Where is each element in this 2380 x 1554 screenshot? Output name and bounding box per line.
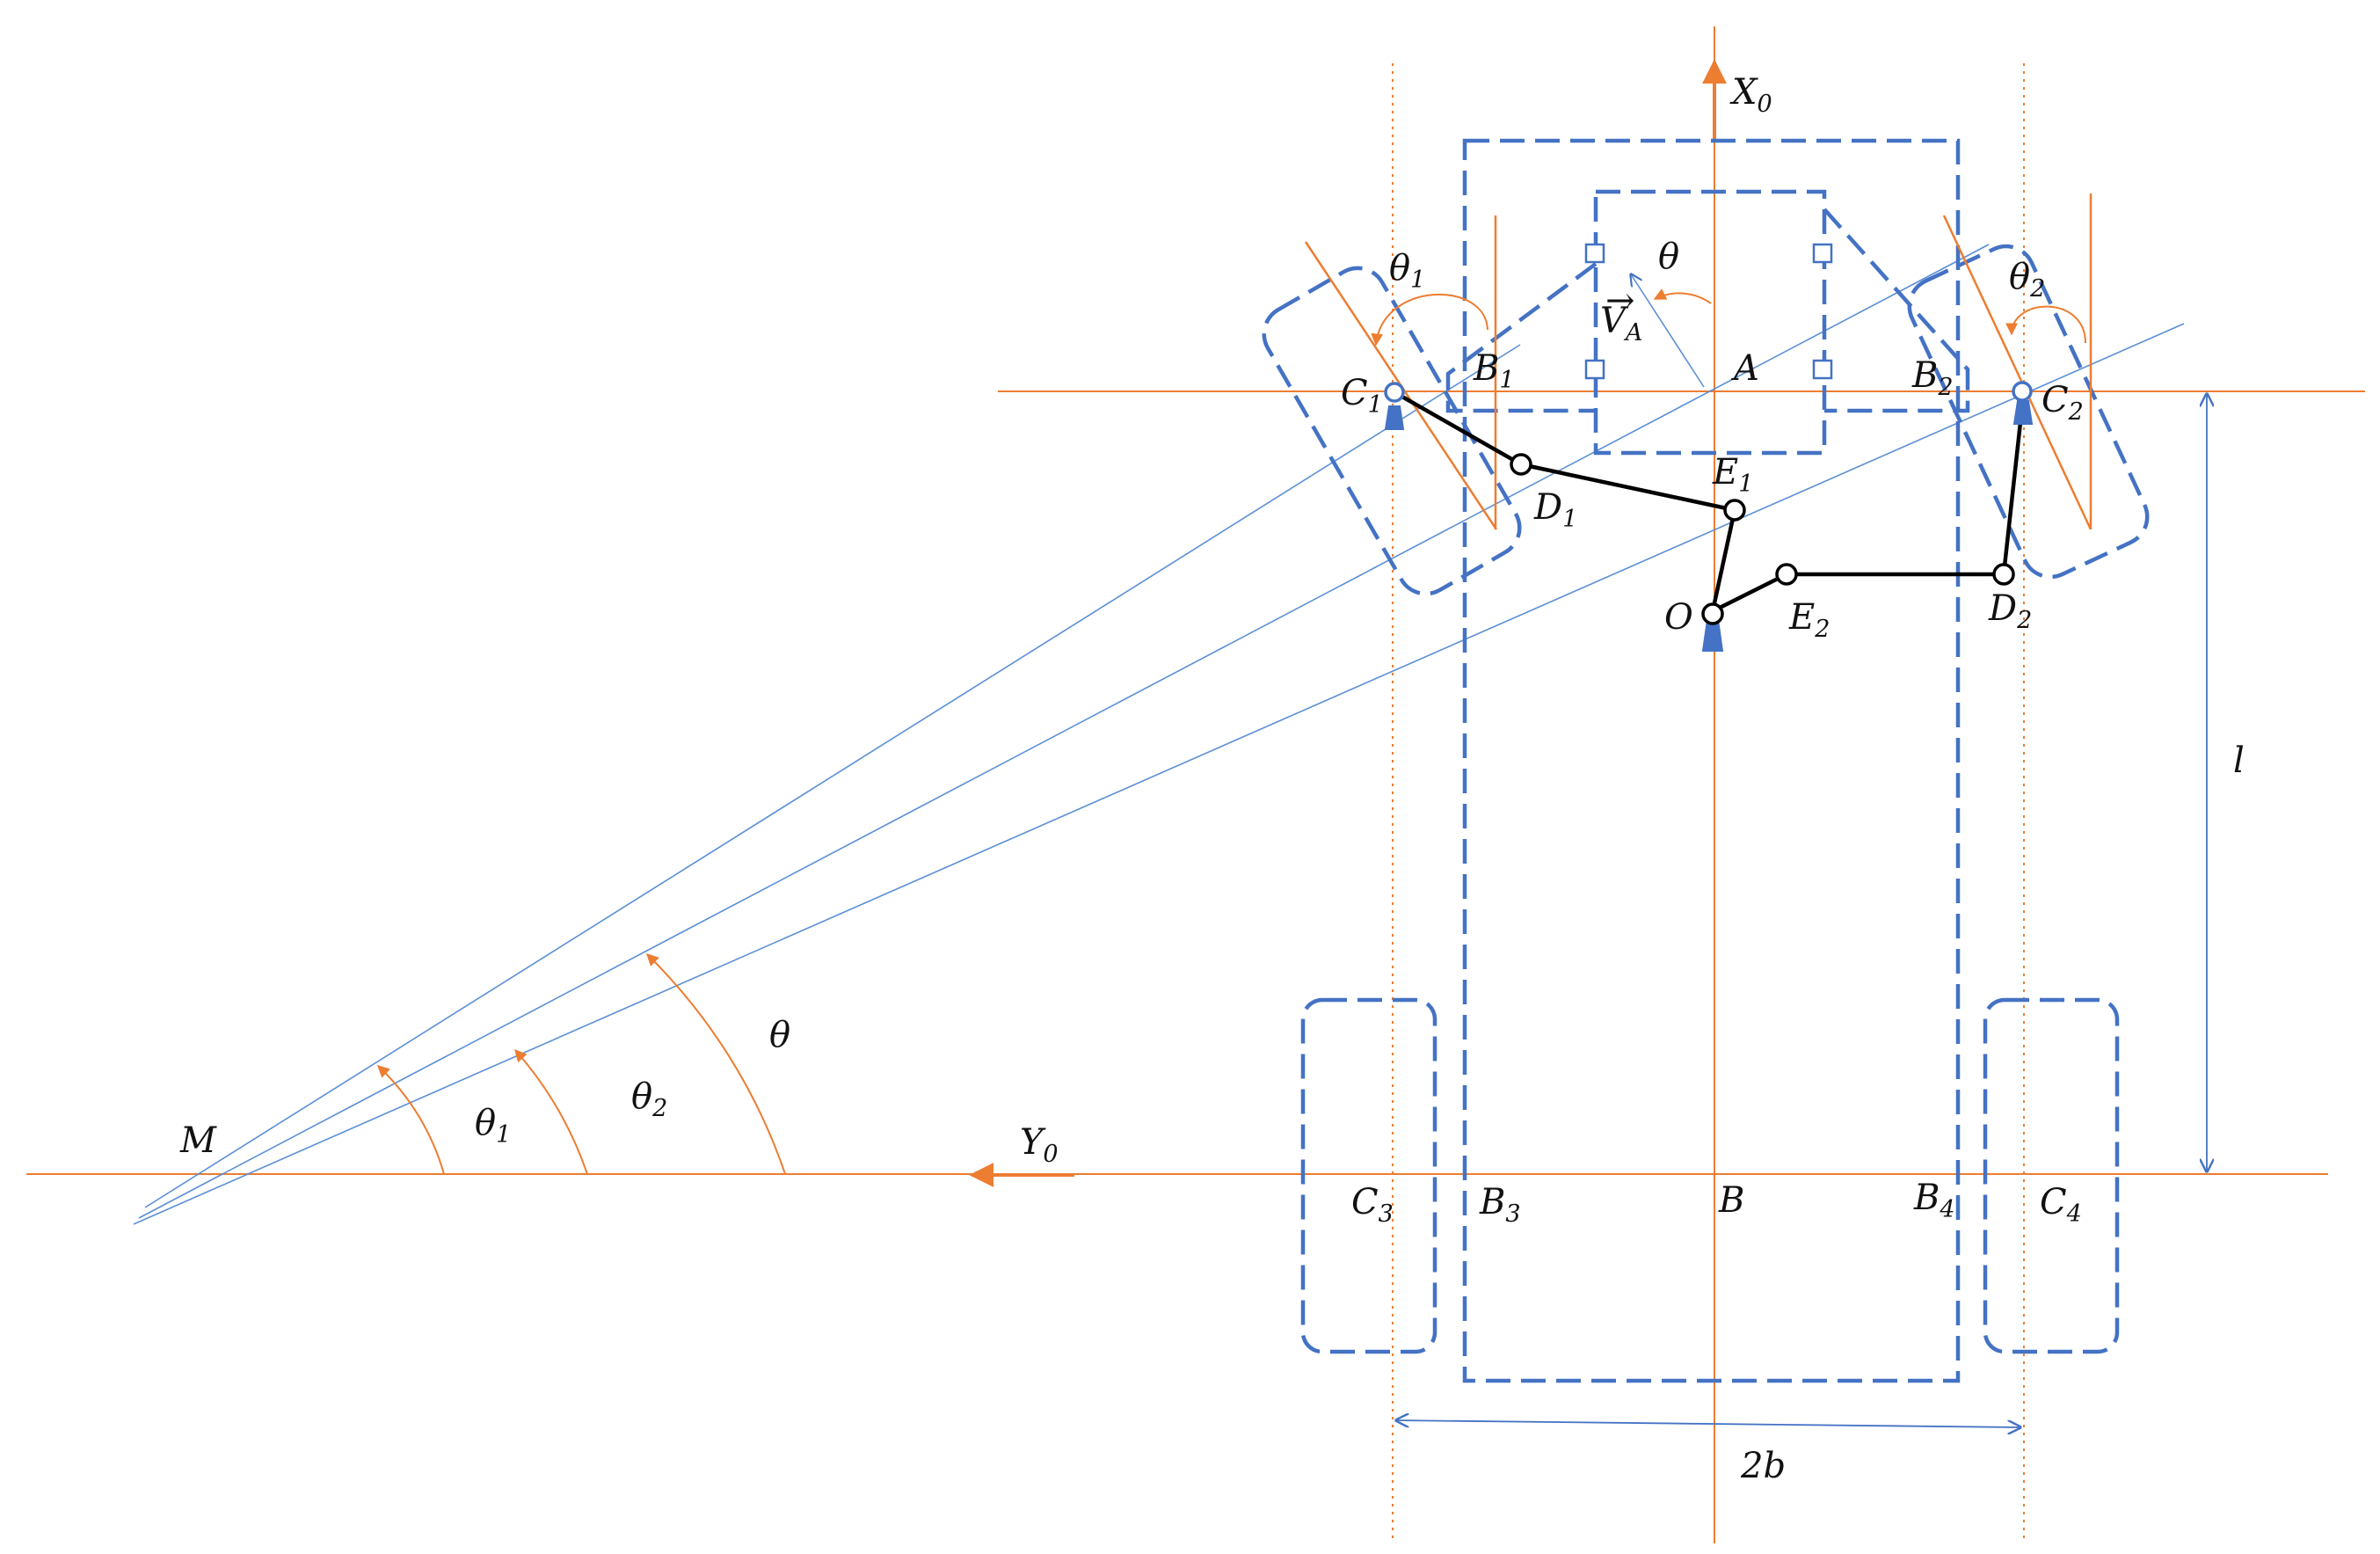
link-O-E2 — [1711, 572, 1788, 614]
rays-to-M — [133, 244, 2185, 1225]
label-B: B — [1718, 1180, 1744, 1221]
label-theta1-bottom: θ1 — [475, 1103, 511, 1149]
label-B3: B3 — [1479, 1182, 1521, 1228]
slider-block — [1812, 243, 1833, 264]
label-C4: C4 — [2040, 1182, 2082, 1228]
link-E1-O — [1710, 509, 1737, 612]
joint-E1 — [1723, 499, 1746, 522]
velocity-line-A — [1631, 274, 1705, 388]
label-A: A — [1730, 348, 1759, 389]
link-D2-C2 — [2001, 405, 2025, 575]
label-C1: C1 — [1341, 373, 1383, 419]
label-M: M — [179, 1120, 217, 1161]
joints — [1384, 381, 2033, 625]
label-E2: E2 — [1788, 597, 1830, 643]
slider-block — [1812, 359, 1833, 380]
right-front-wheel — [1907, 244, 2150, 580]
pivot-C1 — [1384, 405, 1405, 430]
chassis-outline — [1462, 138, 1961, 1383]
joint-E2 — [1775, 563, 1798, 586]
ray-theta — [138, 244, 1990, 1219]
label-theta-bottom: θ — [769, 1015, 790, 1055]
label-theta1-top: θ1 — [1389, 248, 1425, 294]
labels: X0 Y0 M A B O → VA θ θ1 θ2 θ θ1 θ2 B1 B2… — [179, 72, 2245, 1486]
linkage — [1393, 390, 2025, 614]
joint-C1 — [1384, 382, 1405, 403]
label-theta2-bottom: θ2 — [631, 1076, 667, 1122]
joint-C2 — [2012, 381, 2033, 402]
joint-D2 — [1992, 563, 2015, 586]
right-steering-arm-housing — [1823, 208, 1970, 413]
arc-theta1-top — [1371, 293, 1488, 347]
label-theta2-top: θ2 — [2009, 257, 2045, 303]
left-rear-wheel — [1300, 997, 1437, 1354]
label-X0: X0 — [1729, 72, 1772, 118]
label-C2: C2 — [2042, 380, 2084, 426]
link-C1-D1 — [1393, 390, 1523, 466]
left-front-wheel — [1262, 266, 1522, 596]
label-VA-arrow: → — [1605, 281, 1635, 321]
pivot-C2 — [2012, 400, 2034, 425]
angle-arcs — [376, 288, 2086, 1175]
label-D1: D1 — [1533, 487, 1577, 533]
dimension-2b — [1396, 1420, 2020, 1427]
arc-theta2-top — [2005, 305, 2086, 344]
slider-block — [1584, 243, 1605, 264]
label-theta-top: θ — [1658, 237, 1679, 277]
arc-theta-bottom — [646, 953, 786, 1175]
arc-theta-top — [1653, 288, 1712, 304]
ray-theta2 — [133, 323, 2185, 1225]
label-B2: B2 — [1911, 355, 1954, 401]
link-D1-E1 — [1520, 462, 1736, 513]
label-l: l — [2233, 741, 2245, 781]
joint-O — [1701, 602, 1724, 625]
arc-theta1-bottom — [376, 1065, 445, 1175]
vehicle-frame — [1262, 138, 2150, 1383]
label-D2: D2 — [1988, 588, 2032, 634]
right-rear-wheel — [1983, 997, 2120, 1354]
pivot-supports — [1384, 400, 2034, 652]
ray-theta1 — [144, 344, 1521, 1208]
label-O: O — [1664, 597, 1693, 638]
dimensions — [1396, 394, 2207, 1427]
label-Y0: Y0 — [1020, 1122, 1059, 1168]
label-2b: 2b — [1740, 1446, 1786, 1486]
slider-blocks — [1584, 243, 1833, 380]
left-steering-arm-housing — [1445, 262, 1598, 413]
right-wheel-axis — [1942, 215, 2093, 530]
label-E1: E1 — [1712, 452, 1753, 498]
label-B4: B4 — [1913, 1178, 1955, 1223]
front-housing — [1593, 189, 1827, 456]
arc-theta2-bottom — [514, 1048, 588, 1175]
label-VA: VA — [1600, 301, 1642, 347]
slider-block — [1584, 359, 1605, 380]
joint-D1 — [1510, 453, 1532, 476]
label-B1: B1 — [1473, 348, 1515, 394]
wheel-direction-lines — [1304, 193, 2093, 530]
axes — [26, 26, 2365, 1543]
label-C3: C3 — [1351, 1182, 1394, 1228]
